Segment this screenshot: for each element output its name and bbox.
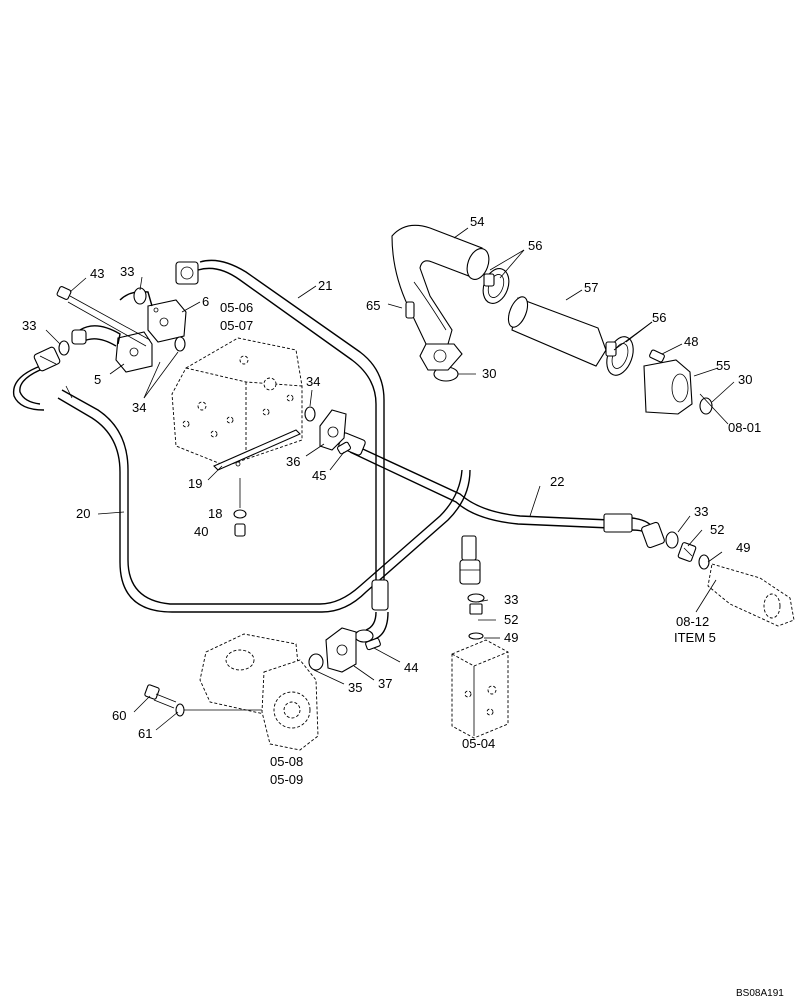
callout-30: 30 <box>738 372 752 387</box>
washer-bolt-18-40 <box>233 478 247 537</box>
clamp-56-a <box>482 268 510 304</box>
callout-60: 60 <box>112 708 126 723</box>
callout-22: 22 <box>550 474 564 489</box>
callout-52: 52 <box>710 522 724 537</box>
callout-35: 35 <box>348 680 362 695</box>
callout-57: 57 <box>584 280 598 295</box>
callout-30: 30 <box>482 366 496 381</box>
control-valve <box>171 337 303 471</box>
ref-05-09: 05-09 <box>270 772 303 787</box>
callout-45: 45 <box>312 468 326 483</box>
flange-5 <box>71 325 153 373</box>
callout-33: 33 <box>22 318 36 333</box>
callout-49: 49 <box>504 630 518 645</box>
callout-54: 54 <box>470 214 484 229</box>
split-flange-37 <box>325 627 381 673</box>
bolt-43 <box>56 286 151 347</box>
clamp-56-b <box>605 336 634 376</box>
callout-34: 34 <box>306 374 320 389</box>
bolt-60-washer-61 <box>144 684 185 717</box>
callout-20: 20 <box>76 506 90 521</box>
hose-57 <box>507 296 607 367</box>
ref-05-08: 05-08 <box>270 754 303 769</box>
callout-6: 6 <box>202 294 209 309</box>
ref-05-04: 05-04 <box>462 736 495 751</box>
valve-block-0504 <box>451 603 509 739</box>
callout-33: 33 <box>504 592 518 607</box>
flange-55 <box>643 349 693 415</box>
pump-0508 <box>178 633 319 751</box>
ref-08-01: 08-01 <box>728 420 761 435</box>
callout-5: 5 <box>94 372 101 387</box>
callout-36: 36 <box>286 454 300 469</box>
callout-18: 18 <box>208 506 222 521</box>
callout-56: 56 <box>652 310 666 325</box>
callout-33: 33 <box>120 264 134 279</box>
ref-item-5: ITEM 5 <box>674 630 716 645</box>
ref-05-06: 05-06 <box>220 300 253 315</box>
leader-lines <box>45 227 735 731</box>
callout-21: 21 <box>318 278 332 293</box>
hose-21 <box>175 259 389 643</box>
callout-48: 48 <box>684 334 698 349</box>
callout-37: 37 <box>378 676 392 691</box>
callout-44: 44 <box>404 660 418 675</box>
callout-49: 49 <box>736 540 750 555</box>
component-0812 <box>707 563 795 627</box>
adapter-52-right <box>677 542 697 562</box>
callout-labels: 43 33 6 21 05-06 05-07 33 5 34 34 36 45 … <box>22 214 784 999</box>
hose-22 <box>338 432 665 585</box>
ref-08-12: 08-12 <box>676 614 709 629</box>
callout-55: 55 <box>716 358 730 373</box>
callout-61: 61 <box>138 726 152 741</box>
flange-6 <box>119 290 187 343</box>
callout-19: 19 <box>188 476 202 491</box>
ref-05-07: 05-07 <box>220 318 253 333</box>
callout-56: 56 <box>528 238 542 253</box>
callout-34: 34 <box>132 400 146 415</box>
hose-54 <box>391 224 490 371</box>
callout-65: 65 <box>366 298 380 313</box>
callout-43: 43 <box>90 266 104 281</box>
callout-40: 40 <box>194 524 208 539</box>
split-flange-36 <box>319 409 352 455</box>
drawing-code: BS08A191 <box>736 988 784 999</box>
callout-52: 52 <box>504 612 518 627</box>
hose-20 <box>12 346 471 613</box>
callout-33: 33 <box>694 504 708 519</box>
